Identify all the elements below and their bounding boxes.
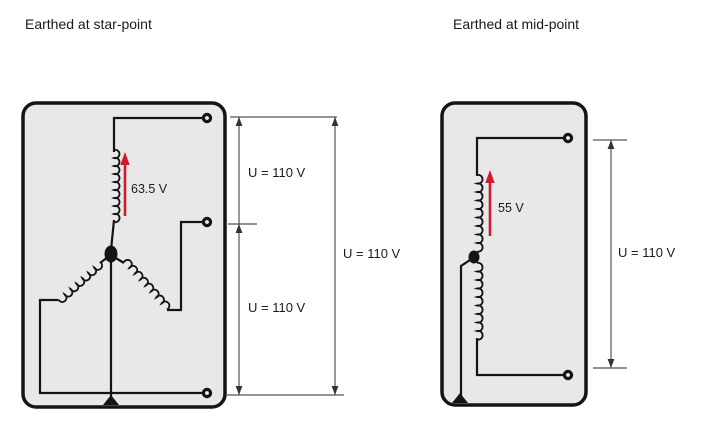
dimension-lines-right (593, 139, 627, 369)
coil-to-star-wire (109, 219, 116, 251)
dim-label-total-right-110v: U = 110 V (618, 245, 676, 260)
mid-point-node (468, 250, 480, 264)
transformer-box-left (21, 101, 227, 409)
voltage-arrow-55v (485, 170, 495, 236)
winding-coil-right-diagonal (123, 259, 171, 311)
earth-symbol-left (103, 395, 119, 405)
terminal-bottom-left-box (201, 387, 213, 399)
phase-top-wire (112, 116, 207, 152)
terminal-top-right-box (562, 132, 574, 144)
winding-coil-left-diagonal (57, 261, 103, 303)
winding-voltage-label-left: 63.5 V (131, 182, 168, 196)
earth-wire-right (459, 257, 474, 399)
bottom-phase-wire (38, 298, 203, 395)
transformer-box-right (440, 101, 588, 407)
terminal-bottom-right-box (562, 369, 574, 381)
phase-top-wire-right (475, 136, 568, 176)
dim-label-lower-110v: U = 110 V (248, 300, 306, 315)
terminal-top-left-box (201, 112, 213, 124)
winding-coil-vertical (111, 148, 121, 224)
mid-point-schematic (440, 101, 627, 407)
winding-voltage-label-right: 55 V (498, 201, 524, 215)
mid-phase-wire (167, 220, 203, 312)
left-diagram-title: Earthed at star-point (25, 16, 152, 32)
dim-label-upper-110v: U = 110 V (248, 165, 306, 180)
right-diagram-title: Earthed at mid-point (453, 16, 580, 32)
winding-coil-upper (473, 173, 484, 253)
dimension-lines-left (227, 116, 344, 396)
phase-bottom-wire-right (475, 338, 568, 377)
star-point-node (104, 245, 118, 263)
winding-coil-lower (473, 261, 484, 341)
voltage-arrow-63v (120, 152, 130, 216)
dim-label-total-left-110v: U = 110 V (343, 246, 401, 261)
terminal-mid-left-box (201, 216, 213, 228)
star-point-schematic (21, 101, 344, 409)
earth-symbol-right (452, 393, 468, 403)
